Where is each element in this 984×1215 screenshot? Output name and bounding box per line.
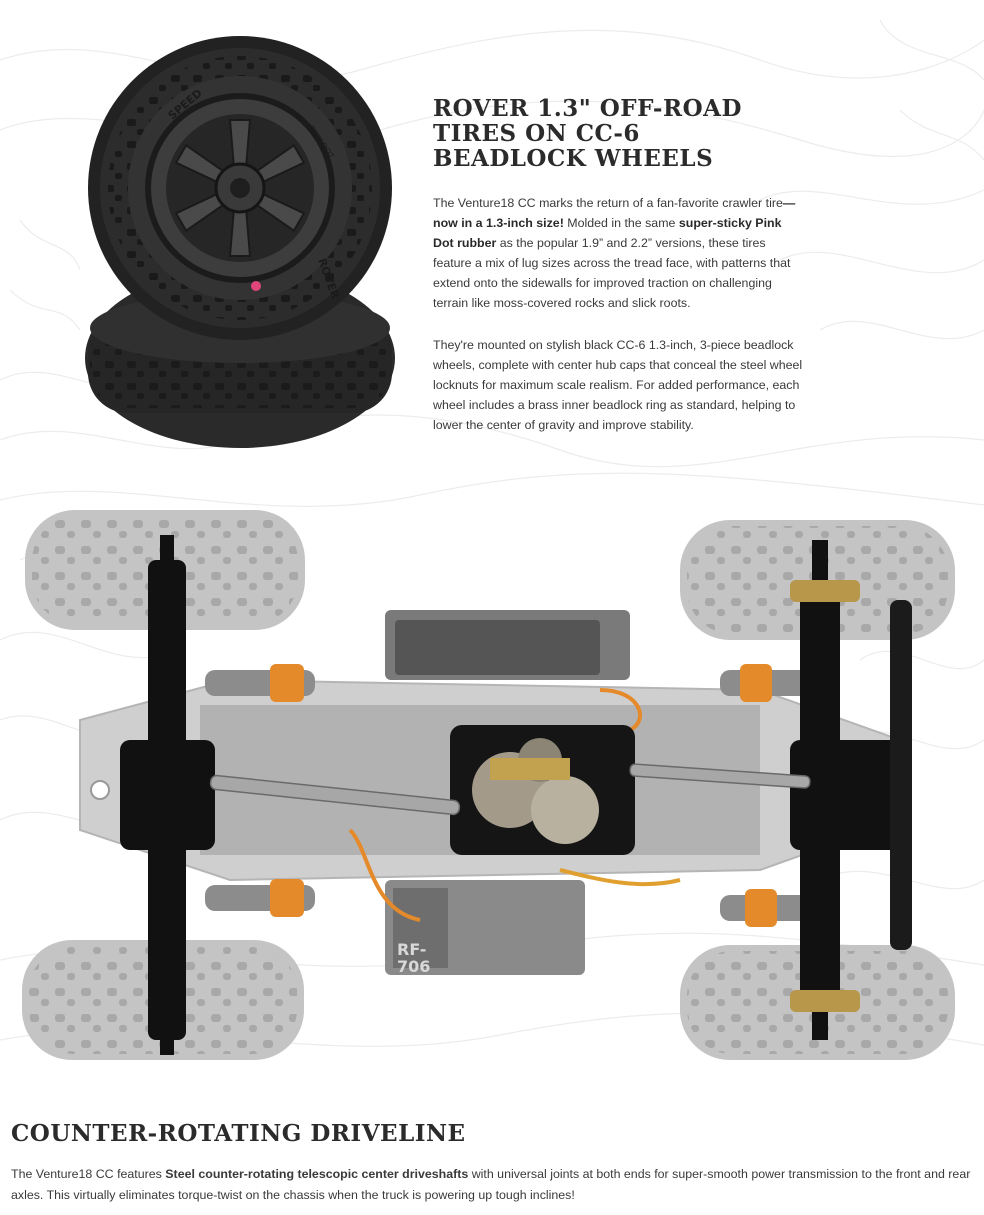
p1-text-a: The Venture18 CC marks the return of a f… [433, 196, 783, 210]
rover-tires-section: SPEED ROVER PINK DOT ROVER 1.3" OFF-ROAD… [0, 0, 984, 470]
driveline-paragraph: The Venture18 CC features Steel counter-… [11, 1164, 981, 1206]
receiver-label-line-1: RF- [397, 940, 426, 959]
axle-right [790, 540, 912, 1040]
rover-tires-image: SPEED ROVER PINK DOT [85, 36, 395, 448]
chassis-driveline-image: RF- 706 [22, 510, 955, 1060]
tires-heading-line-2: TIRES ON CC-6 [433, 120, 640, 147]
driveline-bold-shafts: Steel counter-rotating telescopic center… [165, 1167, 469, 1181]
shock-rear-right [720, 889, 810, 927]
tires-heading-line-1: ROVER 1.3" OFF-ROAD [433, 95, 742, 122]
p1-text-c: as the popular 1.9” and 2.2” versions, t… [433, 236, 791, 310]
tires-paragraph-2: They're mounted on stylish black CC-6 1.… [433, 338, 803, 432]
driveline-text-b: with universal joints at both ends for s… [11, 1167, 971, 1202]
driveline-text-a: The Venture18 CC features [11, 1167, 166, 1181]
tires-copy: ROVER 1.3" OFF-ROAD TIRES ON CC-6 BEADLO… [433, 96, 803, 435]
tires-paragraph-1: The Venture18 CC marks the return of a f… [433, 193, 803, 313]
p1-bold-rubber: super-sticky Pink Dot rubber [433, 216, 782, 250]
tires-heading-line-3: BEADLOCK WHEELS [433, 145, 714, 172]
receiver-label-line-2: 706 [397, 957, 430, 976]
tires-heading: ROVER 1.3" OFF-ROAD TIRES ON CC-6 BEADLO… [433, 96, 803, 171]
shock-front-left [205, 664, 315, 702]
shock-front-right [720, 664, 810, 702]
shock-rear-left [205, 879, 315, 917]
axle-left [120, 535, 215, 1055]
pink-dot-marker [251, 281, 261, 291]
transmission [450, 725, 635, 855]
center-driveshafts [209, 763, 811, 816]
p1-bold-size: —now in a 1.3-inch size! [433, 196, 796, 230]
driveline-heading: COUNTER-ROTATING DRIVELINE [11, 1120, 466, 1147]
p1-text-b: Molded in the same [563, 216, 679, 230]
